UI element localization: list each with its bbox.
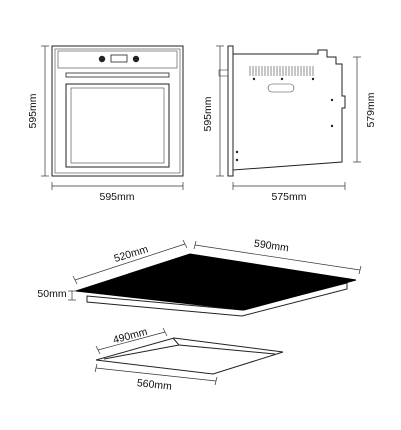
oven-front-width-label: 595mm	[99, 191, 134, 203]
oven-side-vent	[249, 66, 314, 76]
cutout-view: 490mm 560mm	[94, 326, 284, 393]
oven-door-handle	[65, 72, 170, 78]
oven-side-view: 595mm 579mm 575mm	[202, 45, 377, 203]
oven-display	[110, 54, 128, 63]
cutout-outer	[95, 337, 284, 375]
cutout-depth-line	[97, 331, 166, 351]
oven-side-height-label: 595mm	[202, 96, 214, 131]
oven-front-view: 595mm 595mm	[27, 45, 184, 203]
oven-front-outline	[51, 45, 184, 177]
oven-front-height-label: 595mm	[27, 93, 39, 128]
hob-glass-top	[75, 253, 357, 311]
oven-side-knob-stub	[218, 69, 229, 77]
hob-thickness-label: 50mm	[37, 288, 66, 300]
hob-width-line	[194, 244, 361, 271]
oven-door-window-outer	[65, 83, 170, 168]
cutout-depth-label: 490mm	[112, 326, 149, 347]
oven-control-panel	[57, 50, 178, 69]
oven-side-front-plate	[227, 45, 234, 177]
oven-left-knob	[98, 55, 106, 63]
oven-front-inner-frame	[54, 48, 181, 174]
oven-right-knob	[132, 55, 140, 63]
oven-side-depth-label: 575mm	[271, 191, 306, 203]
hob-view: 520mm 590mm 50mm	[37, 238, 362, 317]
oven-side-body-height-label: 579mm	[365, 92, 377, 127]
oven-side-body	[232, 49, 346, 171]
oven-side-badge	[267, 83, 295, 93]
cutout-width-line	[95, 367, 217, 382]
hob-width-label: 590mm	[253, 238, 290, 255]
hob-depth-line	[74, 243, 186, 281]
cutout-width-label: 560mm	[136, 377, 172, 393]
oven-door-window-inner	[70, 87, 165, 164]
